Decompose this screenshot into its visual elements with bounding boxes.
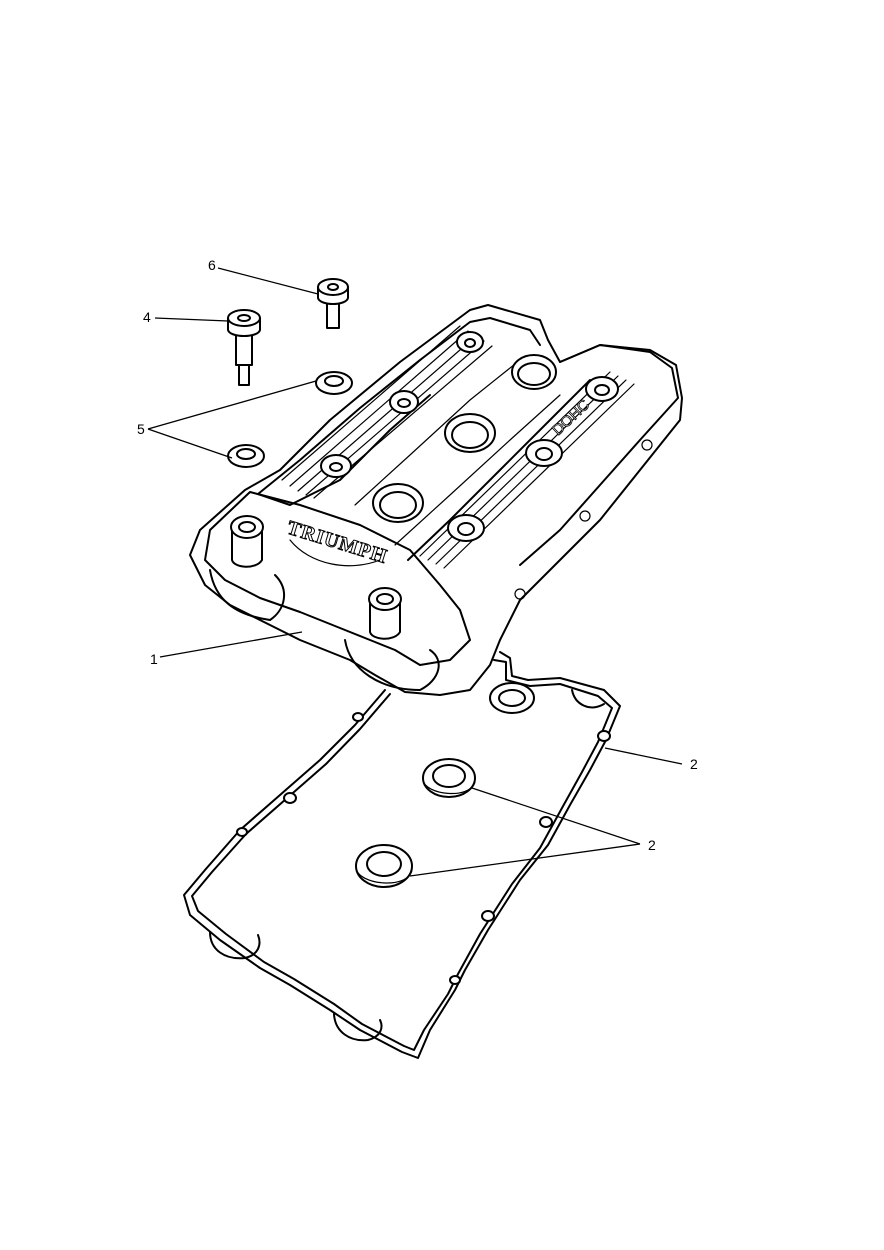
- plug-well-seal-upper: [422, 758, 476, 798]
- callout-4: 4: [143, 309, 151, 325]
- leader-lines: [147, 267, 683, 877]
- callout-2-seals: 2: [648, 837, 656, 853]
- plug-well-seal-lower: [355, 844, 413, 888]
- washer-lower: [227, 444, 265, 468]
- cam-cover-gasket: [183, 651, 621, 1059]
- washer-upper: [315, 371, 353, 395]
- callout-2-gasket: 2: [690, 756, 698, 772]
- callout-6: 6: [208, 257, 216, 273]
- cover-bolt-long: [227, 309, 261, 386]
- cam-cover: TRIUMPH DOHC: [189, 304, 683, 696]
- callout-5: 5: [137, 421, 145, 437]
- cover-bolt-short: [317, 278, 349, 329]
- callout-1: 1: [150, 651, 158, 667]
